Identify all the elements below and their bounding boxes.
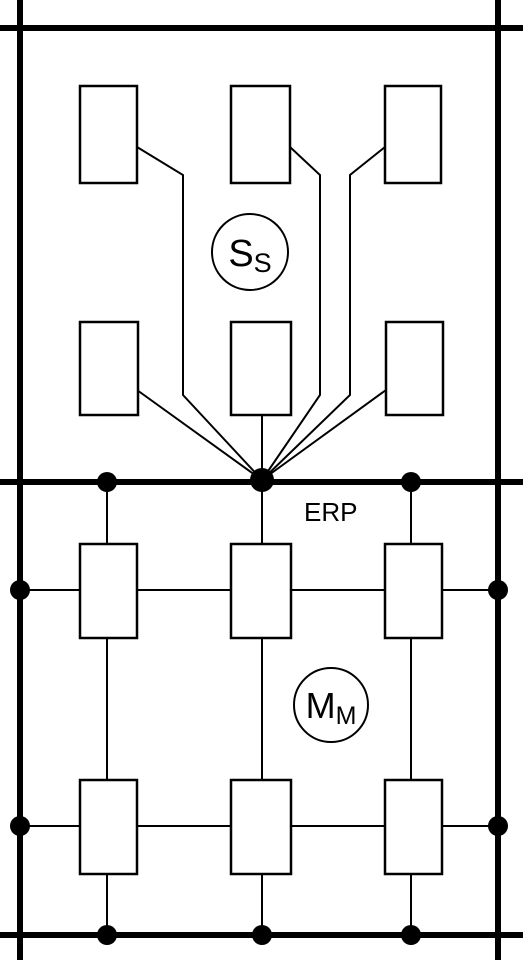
mesh-box-bottom-left <box>78 778 139 876</box>
star-box-top-right <box>383 84 443 185</box>
junction-node-bottom-left <box>97 925 117 945</box>
mesh-box-bottom-center <box>229 778 293 876</box>
svg-text:SS: SS <box>228 233 271 278</box>
junction-node-mid-left <box>97 472 117 492</box>
star-box-bottom-center <box>229 320 293 417</box>
svg-text:MM: MM <box>306 685 357 730</box>
junction-node-right-upper <box>488 580 508 600</box>
star-box-bottom-left <box>78 320 140 417</box>
junction-node-left-lower <box>10 816 30 836</box>
star-box-top-center <box>229 84 292 185</box>
star-box-bottom-right <box>384 320 445 417</box>
junction-node-right-lower <box>488 816 508 836</box>
star-box-top-left <box>78 84 139 185</box>
mesh-box-top-center <box>229 542 293 640</box>
junction-node-erp <box>250 468 274 492</box>
mesh-box-top-left <box>78 542 139 640</box>
junction-node-mid-right <box>401 472 421 492</box>
junction-node-bottom-right <box>401 925 421 945</box>
mesh-box-bottom-right <box>383 778 444 876</box>
mesh-box-top-right <box>383 542 444 640</box>
erp-label: ERP <box>304 497 357 527</box>
mesh-label: MM <box>293 667 369 743</box>
junction-node-bottom-center <box>252 925 272 945</box>
junction-node-left-upper <box>10 580 30 600</box>
star-wires <box>136 146 387 481</box>
star-label: SS <box>211 213 289 291</box>
